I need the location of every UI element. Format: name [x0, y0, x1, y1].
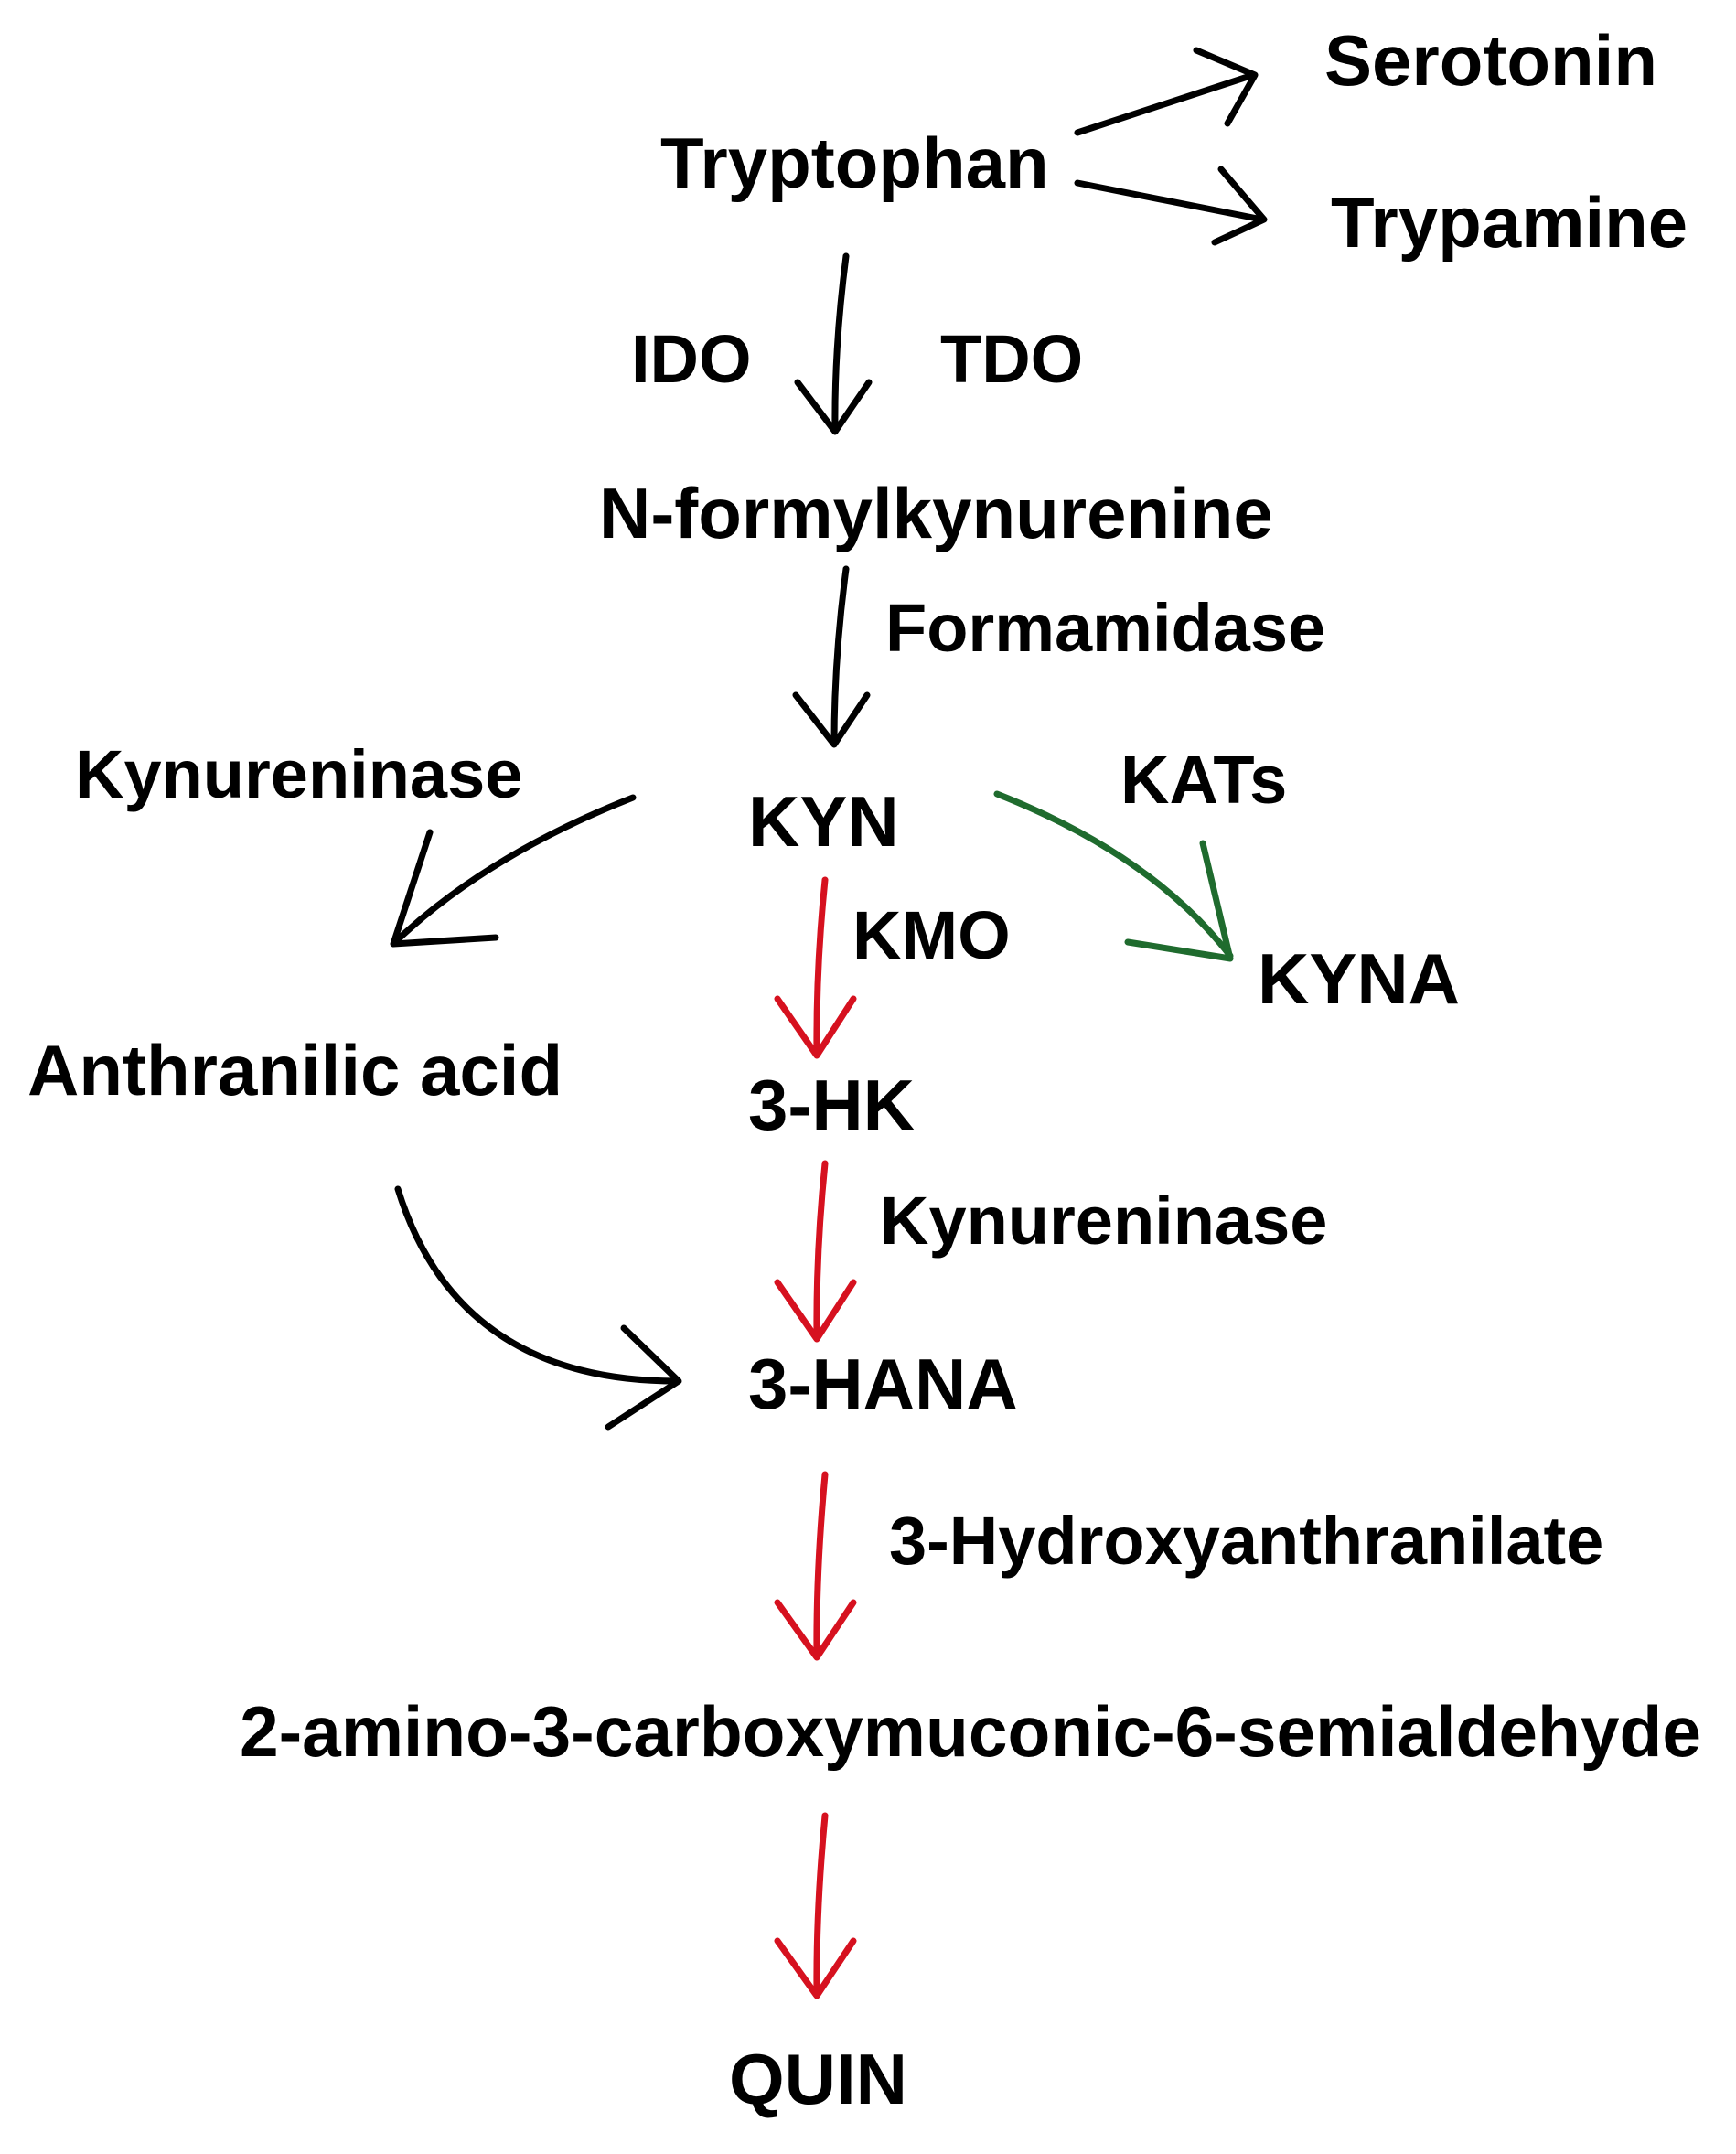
arrow-tryptophan-to-serotonin — [1074, 47, 1259, 136]
arrow-kyn-to-kyna — [993, 790, 1234, 962]
arrow-3-hk-to-3-hana — [774, 1160, 857, 1343]
arrow-tryptophan-to-trypamine — [1074, 166, 1268, 246]
arrow-acms-to-quin — [774, 1812, 857, 1999]
enzyme-3-hydroxyanthranilate: 3-Hydroxyanthranilate — [889, 1503, 1603, 1579]
enzyme-formamidase: Formamidase — [885, 590, 1325, 666]
node-kyn: KYN — [748, 781, 899, 862]
arrow-kyn-to-3-hk — [774, 876, 857, 1059]
enzyme-kynureninase-left: Kynureninase — [75, 736, 522, 812]
enzyme-tdo: TDO — [940, 321, 1083, 397]
arrow-kyn-to-anthranilic-acid — [390, 794, 637, 948]
node-anthranilic-acid: Anthranilic acid — [27, 1030, 563, 1110]
arrow-anthranilic-acid-to-3-hana — [394, 1185, 682, 1431]
node-serotonin: Serotonin — [1324, 20, 1657, 101]
node-3-hk: 3-HK — [748, 1065, 915, 1145]
node-3-hana: 3-HANA — [748, 1344, 1018, 1424]
node-quin: QUIN — [729, 2039, 907, 2119]
enzyme-kats: KATs — [1120, 742, 1287, 818]
arrow-3-hana-to-acms — [774, 1471, 857, 1661]
node-acms: 2-amino-3-carboxymuconic-6-semialdehyde — [240, 1691, 1701, 1772]
arrow-n-formylkynurenine-to-kyn — [792, 565, 871, 748]
node-tryptophan: Tryptophan — [660, 123, 1049, 203]
node-n-formylkynurenine: N-formylkynurenine — [599, 473, 1273, 553]
node-trypamine: Trypamine — [1331, 182, 1688, 263]
enzyme-kynureninase-center: Kynureninase — [880, 1183, 1327, 1259]
enzyme-kmo: KMO — [852, 897, 1011, 973]
arrow-tryptophan-to-n-formylkynurenine — [794, 252, 873, 435]
enzyme-ido: IDO — [631, 321, 752, 397]
node-kyna: KYNA — [1258, 938, 1460, 1019]
